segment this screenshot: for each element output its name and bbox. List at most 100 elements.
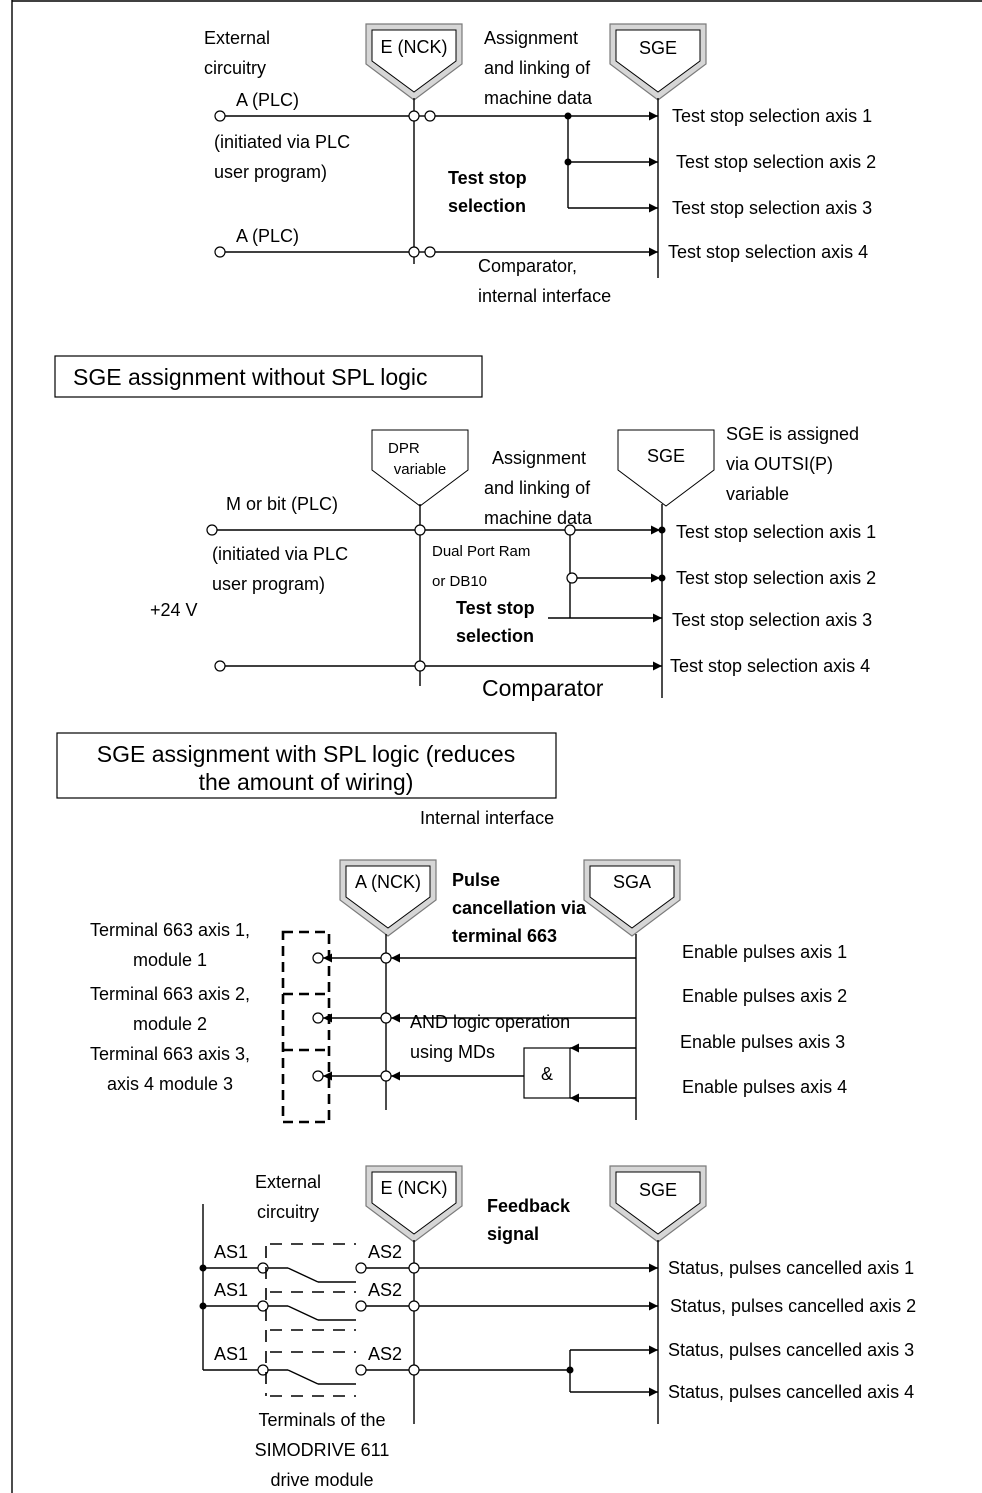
e-nck-label: E (NCK) <box>381 1178 448 1198</box>
comparator-label: Comparator, <box>478 256 577 276</box>
as2-label: AS2 <box>368 1280 402 1300</box>
comparator-label-2: internal interface <box>478 286 611 306</box>
sge-block-2: SGE <box>617 429 715 507</box>
output-label: Enable pulses axis 1 <box>682 942 847 962</box>
terminal-label-2: axis 4 module 3 <box>107 1074 233 1094</box>
terminal-node <box>312 952 324 964</box>
internal-interface-label: Internal interface <box>420 808 554 828</box>
terminal-663-block <box>281 930 331 1124</box>
output-label: Enable pulses axis 3 <box>680 1032 845 1052</box>
switch-contact <box>287 1267 319 1283</box>
assignment-label-2: and linking of <box>484 478 591 498</box>
input-terminal-1 <box>214 110 226 122</box>
as2-label: AS2 <box>368 1242 402 1262</box>
voltage-label: +24 V <box>150 600 198 620</box>
caption-1-text: SGE assignment without SPL logic <box>73 364 428 390</box>
test-stop-label: Test stop <box>456 598 535 618</box>
dpr-note-2: or DB10 <box>432 573 487 590</box>
input-1-note-2: user program) <box>214 162 327 182</box>
bus-node <box>424 246 436 258</box>
test-stop-label-2: selection <box>456 626 534 646</box>
diagram-test-stop-selection: External circuitry E (NCK) Assignment an… <box>204 23 876 306</box>
diagram-feedback-signal: External circuitry E (NCK) SGE Feedback … <box>150 600 916 1490</box>
bus-node <box>414 660 426 672</box>
e-nck-block: E (NCK) <box>365 23 463 101</box>
input-terminal-2 <box>214 660 226 672</box>
sge-note-2: via OUTSI(P) <box>726 454 833 474</box>
external-circuitry-label-2: circuitry <box>204 58 266 78</box>
pulse-label-2: cancellation via <box>452 898 587 918</box>
output-label: Status, pulses cancelled axis 2 <box>670 1296 916 1316</box>
external-circuitry-label: External <box>255 1172 321 1192</box>
input-1-note: (initiated via PLC <box>214 132 350 152</box>
external-circuitry-label: External <box>204 28 270 48</box>
sge-note-3: variable <box>726 484 789 504</box>
bus-node <box>408 1262 420 1274</box>
output-label: Test stop selection axis 4 <box>670 656 870 676</box>
sge-block: SGE <box>609 23 707 101</box>
input-terminal <box>206 524 218 536</box>
terminal-label: Terminal 663 axis 2, <box>90 984 250 1004</box>
output-label: Test stop selection axis 1 <box>672 106 872 126</box>
output-label: Test stop selection axis 3 <box>672 198 872 218</box>
sga-label: SGA <box>613 872 651 892</box>
diagram-dpr-variable: DPR variable Assignment and linking of m… <box>206 424 876 701</box>
bus-node <box>408 246 420 258</box>
a-nck-block: A (NCK) <box>339 859 437 937</box>
switch-contact <box>287 1305 319 1321</box>
external-circuitry-label-2: circuitry <box>257 1202 319 1222</box>
input-1-label: A (PLC) <box>236 90 299 110</box>
sge-label: SGE <box>639 38 677 58</box>
output-label: Enable pulses axis 2 <box>682 986 847 1006</box>
terminals-label-2: SIMODRIVE 611 <box>255 1440 390 1460</box>
input-label: M or bit (PLC) <box>226 494 338 514</box>
bus-node <box>414 524 426 536</box>
junction-dot <box>658 574 666 582</box>
pulse-label-3: terminal 663 <box>452 926 557 946</box>
as2-node <box>355 1262 367 1274</box>
input-terminal-2 <box>214 246 226 258</box>
and-symbol: & <box>541 1064 553 1084</box>
feedback-label: Feedback <box>487 1196 571 1216</box>
a-nck-label: A (NCK) <box>355 872 421 892</box>
terminal-label: Terminal 663 axis 1, <box>90 920 250 940</box>
assignment-label: Assignment <box>492 448 586 468</box>
e-nck-label: E (NCK) <box>381 37 448 57</box>
output-label: Status, pulses cancelled axis 3 <box>668 1340 914 1360</box>
caption-with-spl: SGE assignment with SPL logic (reduces t… <box>56 732 557 799</box>
junction-dot <box>658 526 666 534</box>
bus-node <box>380 1012 392 1024</box>
bus-node <box>380 952 392 964</box>
bus-node <box>408 1364 420 1376</box>
assignment-label-3: machine data <box>484 508 593 528</box>
sge-label: SGE <box>639 1180 677 1200</box>
dpr-label: DPR <box>388 440 420 457</box>
feedback-label-2: signal <box>487 1224 539 1244</box>
sge-label: SGE <box>647 446 685 466</box>
test-stop-label-2: selection <box>448 196 526 216</box>
terminal-node <box>312 1070 324 1082</box>
terminal-label-2: module 1 <box>133 950 207 970</box>
bus-node <box>408 110 420 122</box>
input-note-2: user program) <box>212 574 325 594</box>
terminal-label-2: module 2 <box>133 1014 207 1034</box>
dpr-note: Dual Port Ram <box>432 543 530 560</box>
sge-note: SGE is assigned <box>726 424 859 444</box>
sge-block-3: SGE <box>609 1165 707 1243</box>
bus-node <box>564 524 576 536</box>
assignment-label-3: machine data <box>484 88 593 108</box>
output-label: Test stop selection axis 1 <box>676 522 876 542</box>
and-gate: & <box>523 1047 571 1099</box>
test-stop-label: Test stop <box>448 168 527 188</box>
output-label: Test stop selection axis 4 <box>668 242 868 262</box>
as1-label: AS1 <box>214 1242 248 1262</box>
bus-node <box>380 1070 392 1082</box>
and-logic-label: AND logic operation <box>410 1012 570 1032</box>
switch-contact <box>287 1369 319 1385</box>
output-label: Test stop selection axis 2 <box>676 152 876 172</box>
bus-node <box>408 1300 420 1312</box>
pulse-label: Pulse <box>452 870 500 890</box>
caption-2-text-2: the amount of wiring) <box>199 769 414 795</box>
as2-node <box>355 1364 367 1376</box>
as1-label: AS1 <box>214 1280 248 1300</box>
